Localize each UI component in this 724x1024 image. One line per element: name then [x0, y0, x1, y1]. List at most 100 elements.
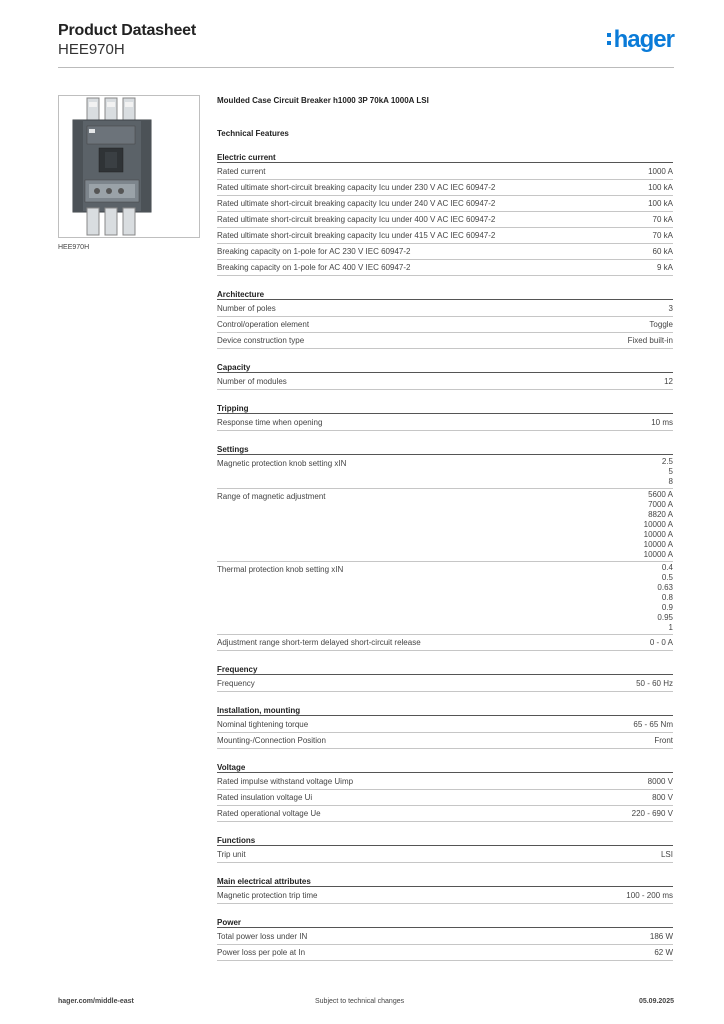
logo-text: hager	[613, 26, 675, 53]
spec-value-line: 8820 A	[648, 510, 673, 519]
spec-value-line: 65 - 65 Nm	[633, 720, 673, 729]
spec-value: Toggle	[649, 318, 673, 331]
spec-value-line: 60 kA	[652, 247, 673, 256]
spec-label: Magnetic protection knob setting xIN	[217, 459, 347, 468]
spec-value-line: 62 W	[654, 948, 673, 957]
logo-dots-icon	[606, 29, 612, 49]
product-title: Moulded Case Circuit Breaker h1000 3P 70…	[217, 96, 429, 105]
footer-notice: Subject to technical changes	[315, 998, 405, 1005]
spec-value: 60 kA	[653, 245, 673, 258]
spec-value-line: 1	[668, 623, 673, 632]
spec-value-line: Front	[654, 736, 673, 745]
spec-row: Frequency 50 - 60 Hz	[217, 676, 673, 692]
spec-value-line: 70 kA	[652, 215, 673, 224]
spec-value-line: 220 - 690 V	[631, 809, 673, 818]
spec-value-line: 0.95	[657, 613, 673, 622]
spec-value: 100 kA	[648, 181, 673, 194]
spec-label: Rated insulation voltage Ui	[217, 793, 313, 802]
spec-value-line: 9 kA	[656, 263, 673, 272]
spec-value-line: 100 kA	[648, 183, 673, 192]
spec-value: 186 W	[650, 930, 673, 943]
spec-label: Frequency	[217, 679, 255, 688]
spec-value: 50 - 60 Hz	[636, 677, 673, 690]
spec-label: Rated ultimate short-circuit breaking ca…	[217, 231, 496, 240]
spec-label: Range of magnetic adjustment	[217, 492, 326, 501]
spec-label: Rated ultimate short-circuit breaking ca…	[217, 183, 496, 192]
spec-value-line: 0.4	[661, 563, 673, 572]
document-title: Product Datasheet	[58, 22, 196, 39]
spec-value: 220 - 690 V	[632, 807, 673, 820]
datasheet-content: Moulded Case Circuit Breaker h1000 3P 70…	[217, 96, 673, 974]
spec-value-line: LSI	[660, 850, 673, 859]
spec-value-line: Toggle	[649, 320, 673, 329]
page-header: Product Datasheet HEE970H hager	[58, 22, 675, 68]
spec-row: Rated operational voltage Ue 220 - 690 V	[217, 806, 673, 822]
spec-value: 0 - 0 A	[650, 636, 673, 649]
footer-date: 05.09.2025	[638, 998, 674, 1005]
spec-label: Number of modules	[217, 377, 287, 386]
spec-value: 12	[664, 375, 673, 388]
spec-value-line: 70 kA	[652, 231, 673, 240]
section-title: Capacity	[217, 362, 673, 373]
spec-label: Rated ultimate short-circuit breaking ca…	[217, 199, 496, 208]
technical-features-heading: Technical Features	[217, 129, 289, 138]
spec-value: 10 ms	[651, 416, 673, 429]
spec-value-line: 0.63	[657, 583, 673, 592]
section-title: Installation, mounting	[217, 705, 673, 716]
spec-value-line: 5	[668, 467, 673, 476]
spec-label: Mounting-/Connection Position	[217, 736, 326, 745]
spec-value-line: 0.9	[661, 603, 673, 612]
spec-label: Thermal protection knob setting xIN	[217, 565, 344, 574]
spec-row: Rated current 1000 A	[217, 164, 673, 180]
spec-value-line: 12	[664, 377, 673, 386]
spec-row: Number of modules 12	[217, 374, 673, 390]
spec-label: Response time when opening	[217, 418, 323, 427]
spec-value: 70 kA	[653, 213, 673, 226]
image-caption: HEE970H	[58, 244, 90, 251]
spec-label: Rated operational voltage Ue	[217, 809, 321, 818]
spec-value: 100 - 200 ms	[626, 889, 673, 902]
spec-label: Number of poles	[217, 304, 276, 313]
spec-value-line: 10000 A	[643, 520, 673, 529]
spec-value-line: 1000 A	[648, 167, 673, 176]
spec-label: Adjustment range short-term delayed shor…	[217, 638, 421, 647]
spec-value-line: 5600 A	[648, 490, 673, 499]
spec-value-line: 0.5	[661, 573, 673, 582]
section-title: Voltage	[217, 762, 673, 773]
spec-value-line: 8000 V	[647, 777, 673, 786]
spec-value-line: 10000 A	[643, 530, 673, 539]
spec-value: 9 kA	[657, 261, 673, 274]
spec-value: 65 - 65 Nm	[633, 718, 673, 731]
spec-value-line: 186 W	[649, 932, 673, 941]
spec-label: Rated current	[217, 167, 266, 176]
hager-logo[interactable]: hager	[606, 26, 675, 54]
product-code: HEE970H	[58, 41, 125, 58]
spec-value-line: 8	[668, 477, 673, 486]
spec-row: Rated ultimate short-circuit breaking ca…	[217, 196, 673, 212]
spec-row: Breaking capacity on 1-pole for AC 400 V…	[217, 260, 673, 276]
spec-value-line: 3	[668, 304, 673, 313]
section-title: Architecture	[217, 289, 673, 300]
spec-row: Rated ultimate short-circuit breaking ca…	[217, 212, 673, 228]
footer-website-link[interactable]: hager.com/middle-east	[58, 998, 134, 1005]
spec-label: Breaking capacity on 1-pole for AC 230 V…	[217, 247, 411, 256]
spec-value: LSI	[661, 848, 673, 861]
